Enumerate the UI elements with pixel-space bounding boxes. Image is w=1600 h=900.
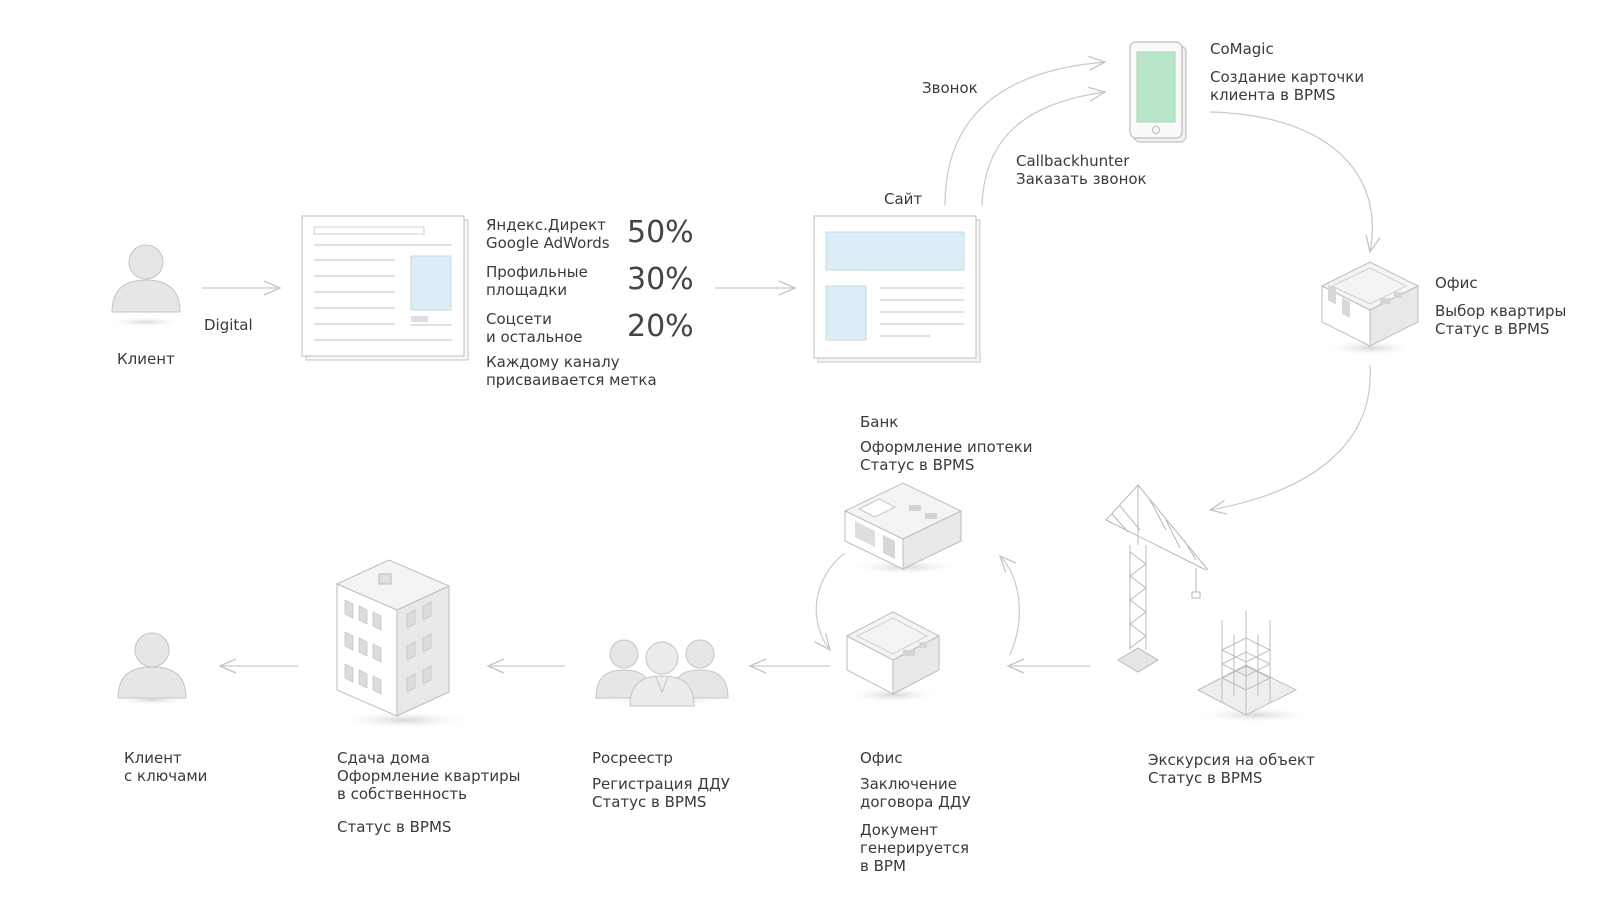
apartment-building-icon [335,559,475,729]
bank-building-icon [843,482,963,575]
person-icon [108,244,184,327]
channel-1-label: Яндекс.Директ Google AdWords [486,216,610,252]
channel-1-percent: 50% [627,215,694,250]
office-2-title: Офис [860,749,903,767]
arrow-office2-to-bank [998,554,1020,656]
client-keys-label: Клиент с ключами [124,749,208,785]
digital-label: Digital [204,316,253,334]
office-1-title: Офис [1435,274,1478,292]
arrow-bank-to-rosreestr [814,552,846,652]
rosreestr-desc: Регистрация ДДУ Статус в BPMS [592,775,730,811]
arrow-comagic-to-office [1209,111,1381,254]
site-label: Сайт [884,190,923,208]
channel-2-percent: 30% [627,262,694,297]
office-building-icon [845,611,941,703]
person-icon [114,632,190,705]
bank-title: Банк [860,413,899,431]
people-group-icon [592,639,732,707]
construction-site-icon [1105,484,1315,723]
comagic-title: CoMagic [1210,40,1274,58]
client-label: Клиент [117,350,175,368]
handover-desc: Сдача дома Оформление квартиры в собстве… [337,749,521,803]
channel-3-label: Соцсети и остальное [486,310,583,346]
webpage-icon [301,215,469,361]
arrow-site-callback [981,86,1107,206]
arrow-site-call [944,55,1107,206]
rosreestr-title: Росреестр [592,749,673,767]
channel-note: Каждому каналу присваивается метка [486,353,657,389]
office-building-icon [1320,261,1420,356]
office-1-desc: Выбор квартиры Статус в BPMS [1435,302,1567,338]
connectors [202,55,1381,674]
comagic-desc: Создание карточки клиента в BPMS [1210,68,1365,104]
callback-label: Callbackhunter Заказать звонок [1016,152,1147,188]
phone-icon [1129,41,1187,143]
excursion-desc: Экскурсия на объект Статус в BPMS [1148,751,1315,787]
channel-3-percent: 20% [627,309,694,344]
channel-2-label: Профильные площадки [486,263,588,299]
bank-desc: Оформление ипотеки Статус в BPMS [860,438,1033,474]
call-label: Звонок [922,79,978,97]
office-2-note: Документ генерируется в BPM [860,821,970,875]
website-icon [813,215,981,363]
office-2-desc: Заключение договора ДДУ [860,775,971,811]
arrow-office-to-excursion [1208,364,1371,515]
handover-note: Статус в BPMS [337,818,452,836]
